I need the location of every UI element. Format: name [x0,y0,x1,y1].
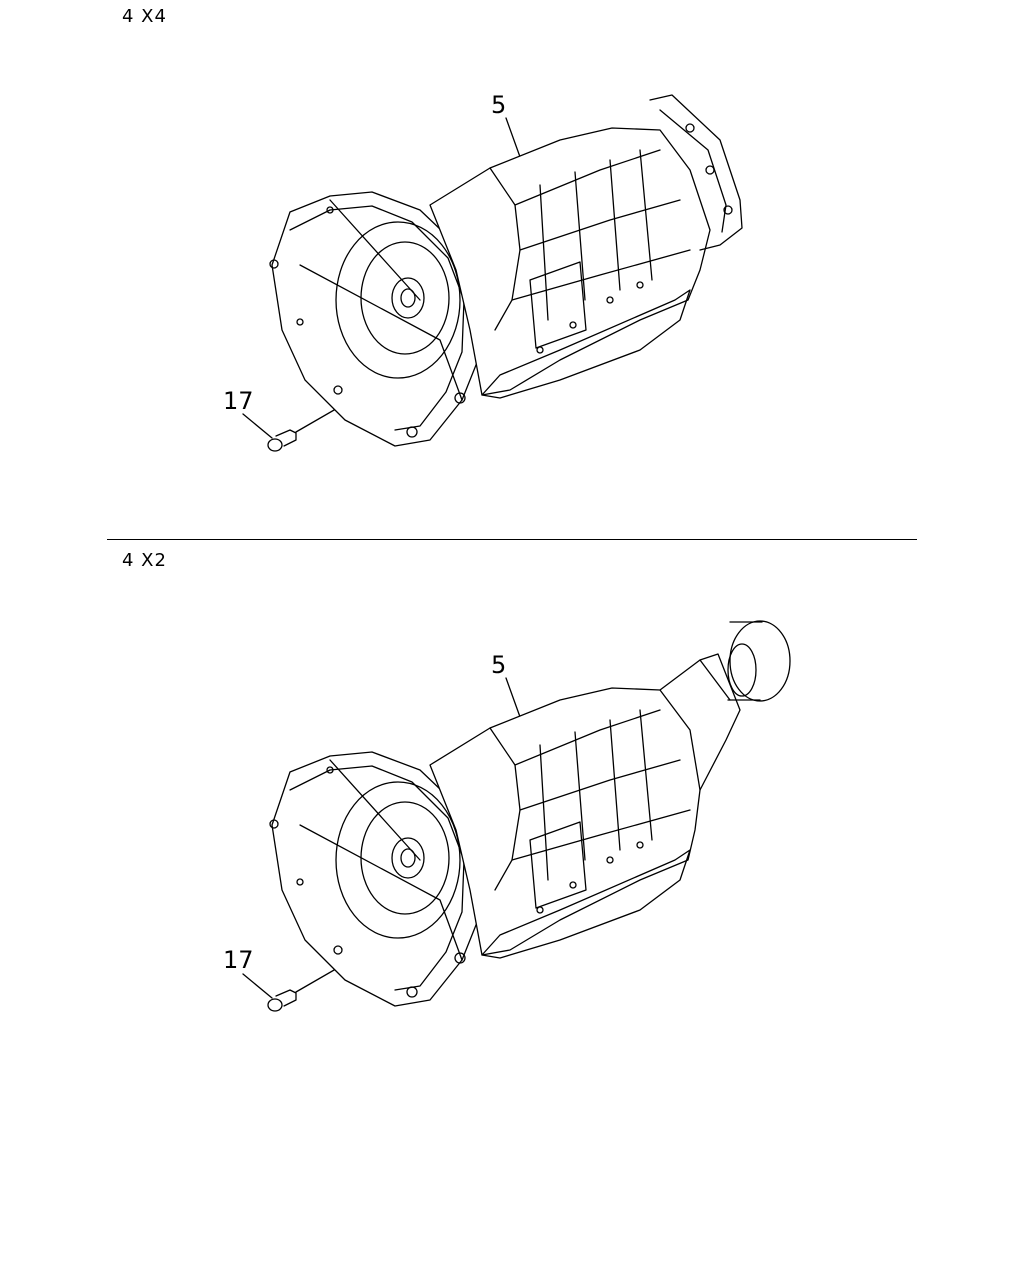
callout-bolt-4x4: 17 [223,387,254,415]
callout-transmission-4x2: 5 [491,651,507,679]
section-divider [107,539,917,540]
transmission-drawing-4x2 [0,560,1024,1080]
section-title-4x4: 4 X4 [122,6,167,27]
callout-transmission-4x4: 5 [491,91,507,119]
callout-bolt-4x2: 17 [223,946,254,974]
transmission-drawing-4x4 [0,0,1024,520]
section-title-4x2: 4 X2 [122,550,167,571]
